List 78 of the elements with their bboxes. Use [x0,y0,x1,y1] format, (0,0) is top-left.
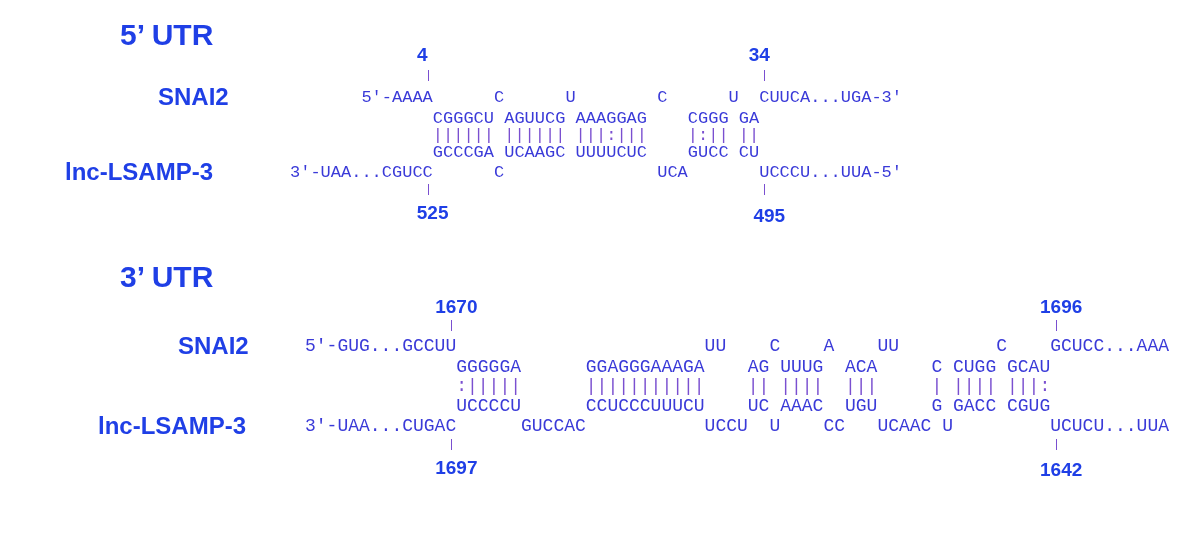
base-pair-marks: |||:||| [575,126,647,144]
sequence-text: CGGGCU [432,109,494,127]
sequence-text: GGAGGGAAAGA [585,358,705,376]
base-pair-marks: || [747,377,770,395]
position-number: 495 [753,205,786,227]
sequence-text: 3'-UAA...CUGAC [305,417,457,435]
position-number: 1696 [1040,296,1083,318]
section-heading: 5’ UTR [120,18,214,52]
molecule-name: SNAI2 [178,332,249,360]
sequence-text: ACA [845,358,878,376]
sequence-text: GUCCAC [521,417,586,435]
sequence-text: UCCCCU [456,397,521,415]
molecule-name: SNAI2 [158,83,229,111]
sequence-text: GCAU [1007,358,1051,376]
sequence-text: CCUCCCUUUCU [585,397,705,415]
molecule-name: lnc-LSAMP-3 [65,158,213,186]
sequence-text: GCCCGA [432,143,494,161]
base-pair-marks: || [738,126,760,144]
sequence-text: C [657,88,668,106]
sequence-text: C [769,337,781,355]
sequence-text: UCAAGC [504,143,566,161]
sequence-text: UC [747,397,770,415]
sequence-text: AAAC [780,397,824,415]
base-pair-marks: |:|| [687,126,729,144]
sequence-text: GGGGGA [456,358,521,376]
sequence-text: CUUCA...UGA-3' [759,88,902,106]
sequence-text: UCUCU...UUA [1050,417,1169,435]
sequence-text: CGUG [1007,397,1051,415]
base-pair-marks: |||: [1007,377,1051,395]
sequence-text: U [942,417,953,435]
sequence-text: 5'-AAAA [361,88,433,106]
sequence-text: AGUUCG [504,109,566,127]
sequence-text: C [494,163,505,181]
sequence-text: GUCC [687,143,729,161]
sequence-text: UCCCU...UUA-5' [759,163,902,181]
sequence-text: U [769,417,781,435]
sequence-text: UU [704,337,727,355]
sequence-text: UGU [845,397,878,415]
position-number: 34 [748,44,770,66]
sequence-text: 3'-UAA...CGUCC [290,163,433,181]
sequence-text: GCUCC...AAA [1050,337,1169,355]
section-heading: 3’ UTR [120,260,214,294]
base-pair-marks: |||||| [432,126,494,144]
sequence-text: U [728,88,739,106]
sequence-text: GACC [953,397,997,415]
sequence-text: UCAAC [877,417,932,435]
sequence-text: C [996,337,1007,355]
sequence-text: AG [747,358,770,376]
sequence-text: G [931,397,943,415]
sequence-text: UCCU [704,417,748,435]
base-pair-marks: | [931,377,943,395]
sequence-text: UU [877,337,899,355]
sequence-text: AAAGGAG [575,109,647,127]
sequence-text: C [931,358,943,376]
base-pair-marks: :||||| [456,377,521,395]
sequence-text: CGGG [687,109,729,127]
position-number: 1642 [1040,459,1083,481]
position-number: 4 [417,44,428,66]
position-number: 525 [416,202,449,224]
sequence-text: CC [823,417,845,435]
position-number: 1697 [435,457,478,479]
sequence-text: CUGG [953,358,997,376]
sequence-text: 5'-GUG...GCCUU [305,337,457,355]
base-pair-marks: ||| [845,377,878,395]
sequence-text: UUUG [780,358,824,376]
base-pair-marks: |||| [953,377,997,395]
molecule-name: lnc-LSAMP-3 [98,412,246,440]
sequence-text: A [823,337,835,355]
sequence-text: GA [738,109,760,127]
base-pair-marks: |||| [780,377,824,395]
sequence-text: U [565,88,576,106]
base-pair-marks: ||||||||||| [585,377,705,395]
sequence-text: CU [738,143,760,161]
position-number: 1670 [435,296,478,318]
sequence-text: C [494,88,505,106]
sequence-text: UUUUCUC [575,143,647,161]
base-pair-marks: |||||| [504,126,566,144]
sequence-text: UCA [657,163,688,181]
